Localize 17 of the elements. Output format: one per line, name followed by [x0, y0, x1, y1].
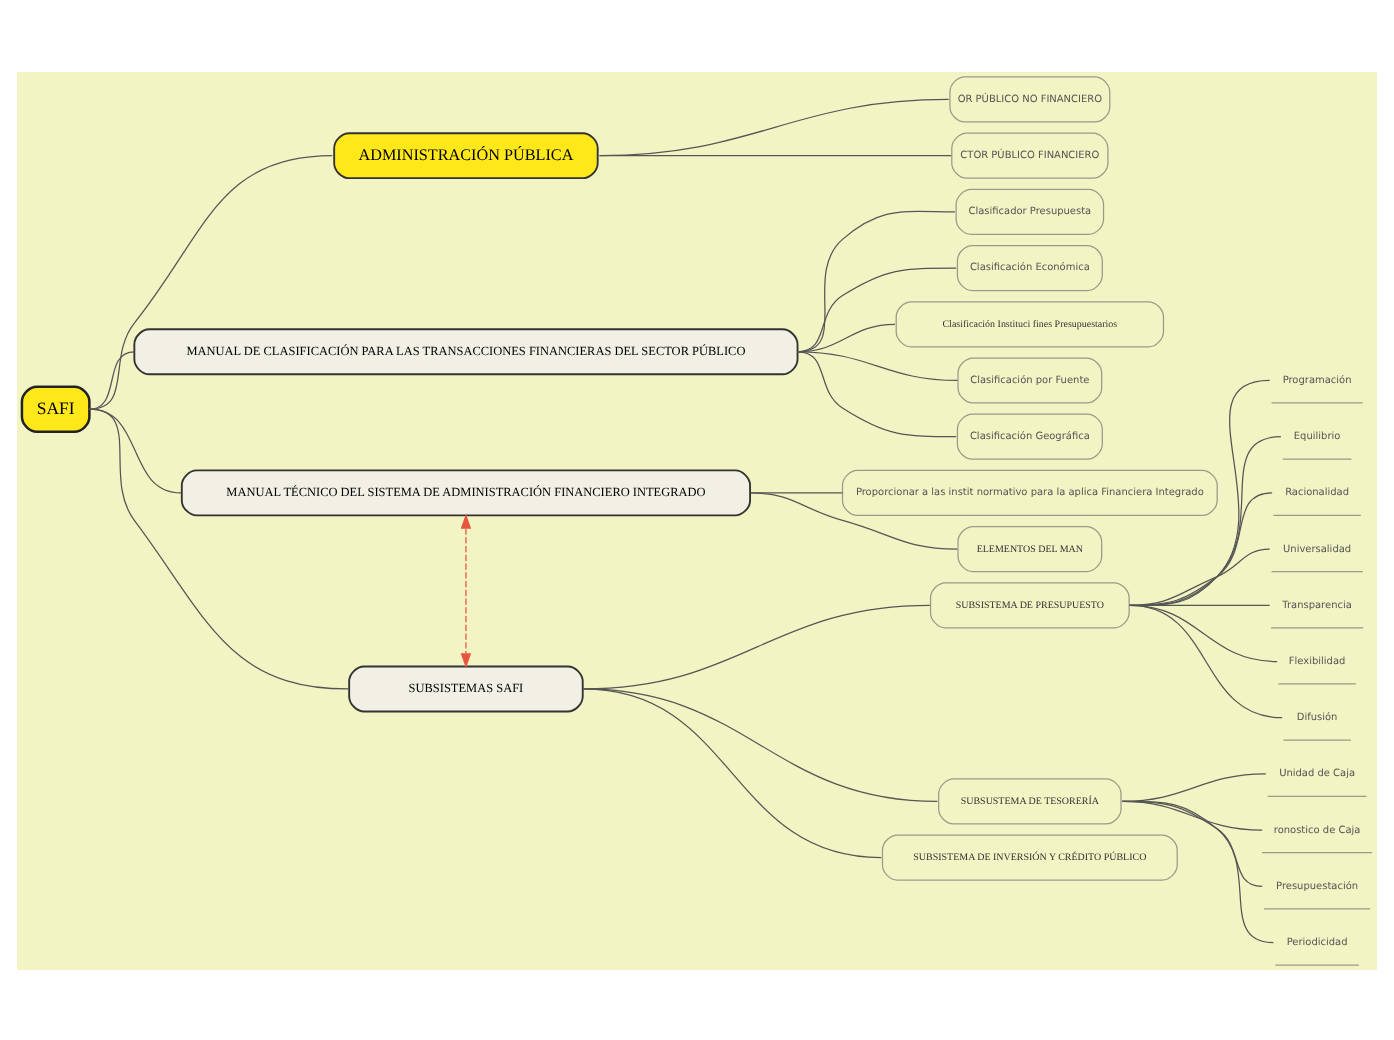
connector — [1129, 435, 1282, 605]
connector — [598, 154, 952, 156]
connector — [88, 350, 135, 409]
connector — [796, 350, 959, 381]
arrow — [460, 512, 472, 668]
connector — [1129, 491, 1273, 605]
connector — [1129, 603, 1283, 718]
connector — [582, 687, 882, 858]
connector — [1121, 799, 1274, 943]
connector — [598, 97, 950, 156]
connector — [88, 407, 350, 689]
connector — [1129, 378, 1271, 605]
connector — [796, 350, 957, 437]
node-box: SAFI — [20, 384, 91, 432]
connector — [88, 154, 333, 409]
connector — [1129, 547, 1271, 605]
connector — [750, 491, 959, 549]
